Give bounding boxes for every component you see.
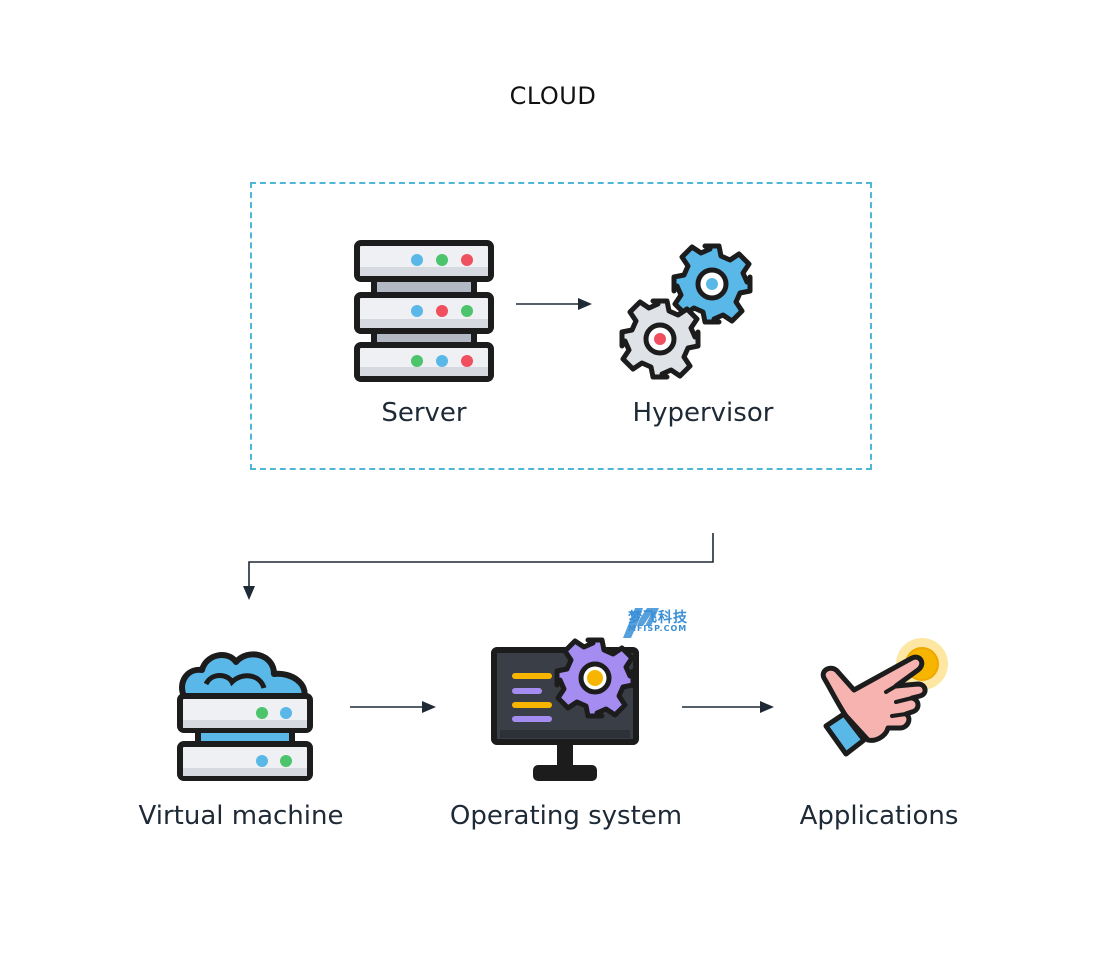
gears-icon [619, 243, 753, 380]
virtual-machine-label: Virtual machine [138, 801, 344, 831]
hypervisor-label: Hypervisor [632, 398, 774, 428]
operating-system-label: Operating system [449, 801, 683, 831]
pointing-hand-icon [820, 638, 948, 757]
arrow-vm-to-os [350, 701, 436, 713]
server-icon [354, 240, 494, 382]
virtual-machine-icon [177, 651, 313, 781]
server-label: Server [381, 398, 467, 428]
diagram-title: CLOUD [509, 82, 597, 110]
applications-label: Applications [799, 801, 959, 831]
arrow-hypervisor-to-vm [243, 533, 714, 600]
monitor-icon [491, 637, 639, 781]
arrow-os-to-applications [682, 701, 774, 713]
cloud-boundary [250, 182, 872, 470]
arrow-server-to-hypervisor [516, 298, 592, 310]
watermark-logo [623, 608, 659, 638]
watermark-subtext: MFISP.COM [628, 624, 688, 633]
watermark-text: 梦飞科技 [628, 610, 688, 626]
